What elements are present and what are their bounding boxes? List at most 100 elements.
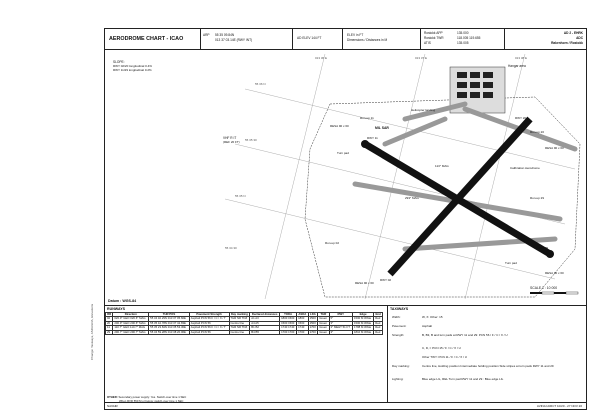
ad-code: AD 2 - EHRK (563, 31, 583, 35)
freq-value-2: 135.005 (457, 41, 469, 45)
lon-tick-1: 013 37 E (415, 56, 427, 60)
freq-name-2: ATIS (424, 41, 431, 45)
arp-lat: 55 35 09.84N (215, 33, 235, 37)
rwy20-label: RWY 20 (515, 116, 526, 120)
vor-label: VHF R IT (223, 136, 236, 140)
header-freq-cell: Rostokk APP 135.000 Rostokk TWR 118.005 … (421, 29, 505, 49)
hangar-building (457, 92, 467, 98)
slope-line-0: RWY 02/20 longitudinal 0.4% (113, 64, 152, 68)
scale-label: SCALE 1 : 10 000 (530, 286, 580, 296)
helo-label: Helicopter landing (411, 108, 435, 112)
datum-label: Datum : WGS-84 (108, 299, 137, 303)
header-units-cell: ELEV in FT Dimensions / Distances in M (343, 29, 421, 49)
table-cell: 290.7° GEO 290.7° MAG (112, 329, 150, 336)
hangar-label: Hangar area (508, 64, 526, 68)
table-cell: 3° MEHT 51 FT (328, 325, 353, 331)
taxiway-label: Width: (392, 315, 401, 319)
taxiways-title: TAXIWAYS (390, 307, 409, 311)
cal-label: Calibration Aerodrome (510, 166, 540, 170)
table-cell: 1700 1700 (279, 329, 298, 336)
hangar-building (470, 82, 480, 88)
turn-pad-11 (361, 140, 369, 148)
taxiway-label: Strength: (392, 333, 405, 337)
hangar-building (457, 72, 467, 78)
lon-tick-0: 013 36 E (315, 56, 327, 60)
hangar-building (483, 82, 493, 88)
footer-right: AVINAI AIRCT 10/20 - 27 NOV 20 (536, 404, 582, 408)
arp-lon: 013 37 03.14E (RWY INT) (215, 38, 253, 42)
ad-sub: ADC (576, 36, 583, 40)
chart-title: AERODROME CHART - ICAO (109, 36, 184, 42)
freq-value-1: 118.005 119.655 (457, 36, 481, 40)
rwy29-label: RWY 29 (537, 246, 548, 250)
notes-line-1: When RVR 550 M or below: switch-over tim… (119, 399, 184, 403)
turnpad-label-2: Turn pad (505, 261, 517, 265)
lat-tick-2: 55 35 N (235, 194, 246, 198)
runways (363, 116, 552, 277)
aerodrome-boundary (304, 96, 581, 298)
elev-note: ELEV in FT (347, 33, 364, 37)
taxiway-value: Other TWY: PCN 11 / F / C / X / U (422, 355, 467, 359)
vor-sub: (REF 20 FT) (223, 140, 240, 144)
turnpad-label-1: Turn pad (337, 151, 349, 155)
other-notes: OTHER: Secondary power supply: Yes. Swit… (107, 395, 186, 403)
table-cell: 55 34 59.28N 013 38 20.06E (148, 329, 190, 336)
notes-label: OTHER: (107, 395, 118, 399)
taxiway-value: Blue edge LIL, REL Turn pad RWY 11 and 2… (422, 377, 504, 381)
resa-label-2: RESA 90 x 60 (545, 146, 564, 150)
freq-name-1: Rostokk TWR (424, 36, 444, 40)
taxiway-value: Centre line, Holding position Intermedia… (422, 364, 554, 368)
hangar-building (470, 92, 480, 98)
chart-sheet: AERODROME CHART - ICAO ARP 55 35 09.84N … (104, 28, 587, 410)
taxiway-label: Day marking: (392, 364, 410, 368)
scale-text: SCALE 1 : 10 000 (530, 286, 558, 290)
table-cell: 1700 (307, 329, 319, 336)
footer-left: NAVAIR (107, 404, 118, 408)
taxiway-label: Pavement: (392, 324, 407, 328)
notes-line-0: Secondary power supply: Yes. Switch-over… (118, 395, 187, 399)
table-cell: Green (317, 329, 330, 336)
freq-name-0: Rostokk APP (424, 31, 443, 35)
table-cell: 1810 M White (351, 329, 375, 336)
rwy02-label: RWY 02 (380, 278, 391, 282)
runways-table: RR Direction THR POS Pavement Strength D… (104, 311, 383, 336)
arp-label: ARP (203, 33, 210, 37)
taxiway-label: Lighting: (392, 377, 404, 381)
aerodrome-map: SLOPE: RWY 02/20 longitudinal 0.4% RWY 1… (105, 49, 586, 306)
lat-tick-1: 55 35 30 (245, 138, 257, 142)
table-cell: Centre line (228, 329, 251, 336)
hdg-label-2: 293° MAG (405, 196, 420, 200)
freq-value-0: 135.000 (457, 31, 469, 35)
slope-title: SLOPE: (113, 60, 125, 64)
chart-header: AERODROME CHART - ICAO ARP 55 35 09.84N … (105, 29, 586, 50)
table-cell: B4 B5 (249, 329, 281, 336)
table-cell: Red (373, 329, 383, 336)
ad-name: Rakenhorn / Rostokk (551, 41, 583, 45)
ad-elev: AD ELEV 144 FT (297, 36, 322, 40)
table-cell: 29 (104, 329, 114, 336)
scale-bar (530, 291, 579, 295)
runup20-label: Run-up 20 (530, 130, 544, 134)
graticule (224, 53, 576, 300)
labels: SLOPE: RWY 02/20 longitudinal 0.4% RWY 1… (113, 56, 564, 285)
hdg-label-1: 113° MAG (435, 164, 449, 168)
runup02-label: Run-up 02 (325, 241, 339, 245)
aerodrome-map-svg: SLOPE: RWY 02/20 longitudinal 0.4% RWY 1… (113, 53, 581, 300)
resa-label-3: RESA 90 x 60 (545, 271, 564, 275)
taxiway-value: C, D, I: PCN 15 / F / C / X / U (422, 346, 461, 350)
resa-label-1: RESA 90 x 60 (330, 124, 349, 128)
footer: NAVAIR AVINAI AIRCT 10/20 - 27 NOV 20 (105, 402, 586, 411)
lon-tick-2: 013 38 E (515, 56, 527, 60)
taxiway-value: Asphalt (422, 324, 433, 328)
table-cell: 1700 (296, 329, 309, 336)
turn-pad-29 (546, 250, 554, 258)
slope-line-1: RWY 11/29 longitudinal 0.2% (113, 68, 152, 72)
hangar-building (470, 72, 480, 78)
header-title-cell: AERODROME CHART - ICAO (105, 29, 201, 49)
header-ad-cell: AD 2 - EHRK ADC Rakenhorn / Rostokk (505, 29, 586, 49)
resa-label-4: RESA 90 x 60 (355, 281, 374, 285)
